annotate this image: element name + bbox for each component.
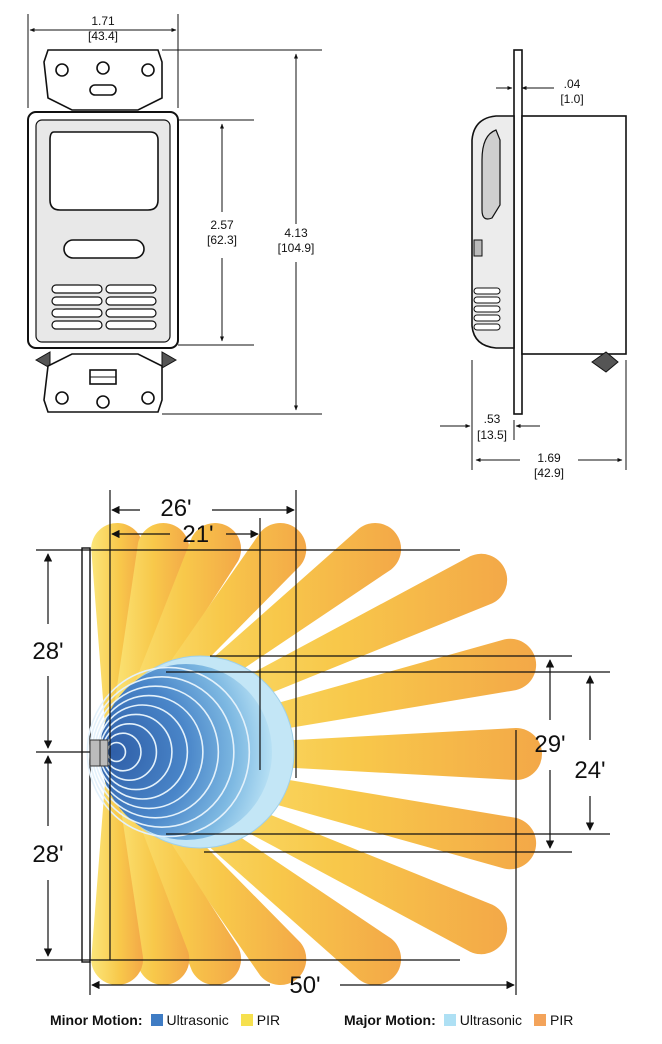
side-dimensions: [440, 86, 627, 470]
front-view: [27, 49, 179, 413]
legend-swatch-minor-ultrasonic: [150, 1014, 163, 1026]
inner-span-label: 24': [574, 757, 605, 784]
lens-height-in: 2.57: [210, 218, 234, 232]
front-width-in: 1.71: [91, 14, 115, 28]
ultrasonic-range-label: 21': [182, 521, 213, 548]
left-lower-depth-label: 28': [32, 841, 63, 868]
overall-height-in: 4.13: [284, 226, 308, 240]
legend-major-header: Major Motion:: [344, 1012, 436, 1028]
back-box: [521, 115, 627, 355]
front-depth-mm: [13.5]: [477, 428, 507, 442]
sensor-lens: [49, 131, 159, 211]
left-upper-depth-label: 28': [32, 638, 63, 665]
front-dimensions: [27, 14, 322, 415]
legend-minor-motion: Minor Motion: Ultrasonic PIR: [50, 1012, 292, 1028]
ultrasonic-grille: [51, 284, 157, 330]
plate-thickness-mm: [1.0]: [560, 92, 583, 106]
legend-swatch-major-pir: [534, 1014, 547, 1026]
pir-beam: [110, 523, 190, 736]
legend: Minor Motion: Ultrasonic PIR Major Motio…: [0, 1004, 662, 1038]
legend-label-minor-pir: PIR: [256, 1012, 281, 1028]
total-depth-in: 1.69: [537, 451, 561, 465]
coverage-pattern: [81, 522, 542, 985]
legend-swatch-major-ultrasonic: [443, 1014, 456, 1026]
coverage-dimensions: [36, 490, 610, 995]
front-depth-in: .53: [484, 412, 501, 426]
legend-major-motion: Major Motion: Ultrasonic PIR: [344, 1012, 585, 1028]
lens-height-mm: [62.3]: [207, 233, 237, 247]
sensor-unit: [89, 739, 109, 767]
pir-beam: [91, 523, 144, 735]
front-width-mm: [43.4]: [88, 29, 118, 43]
total-width-label: 50': [289, 972, 320, 999]
top-mounting-ear: [43, 49, 163, 111]
wall-plate: [513, 49, 523, 415]
sensor-dimension-diagram: 1.71 [43.4] 2.57 [62.3] 4.13 [104.9] .04…: [27, 14, 627, 999]
pir-beam: [91, 773, 144, 985]
outer-span-label: 29': [534, 731, 565, 758]
total-depth-mm: [42.9]: [534, 466, 564, 480]
pir-beam: [130, 728, 542, 780]
legend-swatch-minor-pir: [240, 1014, 253, 1026]
legend-label-minor-ultrasonic: Ultrasonic: [166, 1012, 229, 1028]
ultrasonic-coverage: [86, 655, 295, 849]
legend-label-major-pir: PIR: [550, 1012, 574, 1028]
overall-height-mm: [104.9]: [278, 241, 315, 255]
indicator-slot: [63, 239, 145, 259]
mounting-wall: [81, 547, 91, 963]
pir-beam: [110, 772, 190, 985]
plate-thickness-in: .04: [564, 77, 581, 91]
legend-minor-header: Minor Motion:: [50, 1012, 143, 1028]
side-view: [471, 49, 627, 415]
legend-label-major-ultrasonic: Ultrasonic: [459, 1012, 523, 1028]
pir-range-label: 26': [160, 495, 191, 522]
